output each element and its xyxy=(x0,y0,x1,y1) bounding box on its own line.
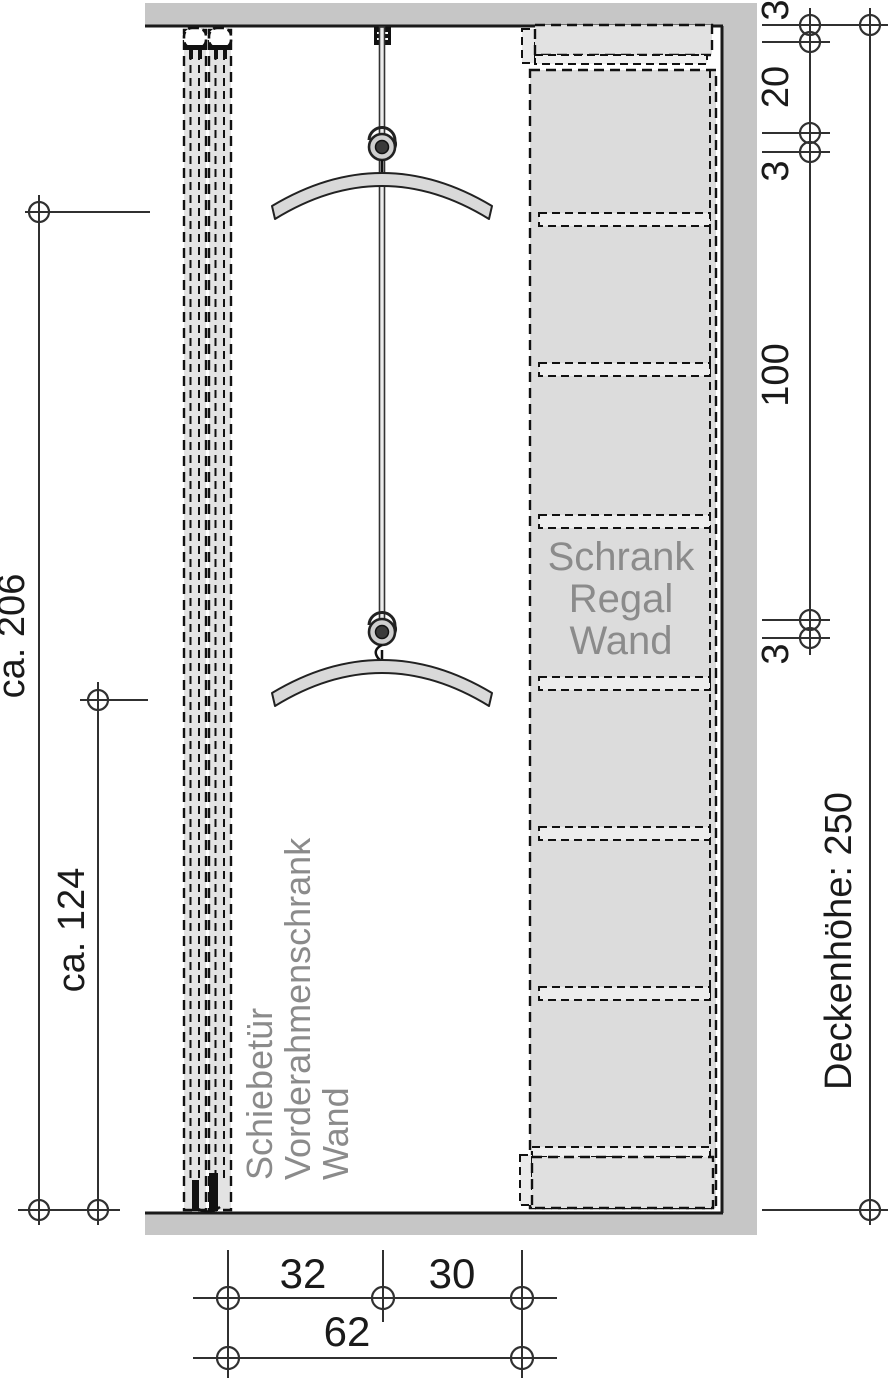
dim-marker xyxy=(215,1285,241,1311)
upper-pulley-axle xyxy=(374,139,390,155)
right-wall xyxy=(722,3,757,1235)
dim-value-upper-rail: ca. 206 xyxy=(0,574,33,699)
top-shelf-underside xyxy=(534,54,708,65)
dimension-chain-right-inner: 3 20 3 100 3 xyxy=(755,0,888,665)
door-leaf xyxy=(207,28,233,1212)
dim-marker xyxy=(509,1285,535,1311)
roller-bolt xyxy=(214,50,218,59)
dimension-chain-bottom: 32 30 62 xyxy=(193,1250,557,1378)
door-leaf xyxy=(182,28,208,1212)
door-label-line1: Schiebetür xyxy=(239,1008,280,1180)
dimension-chain-ceiling-height: Deckenhöhe: 250 xyxy=(762,8,888,1225)
dim-marker xyxy=(86,688,110,712)
top-shelf-left-tab xyxy=(521,28,536,64)
shelf-band xyxy=(538,362,711,377)
dim-marker xyxy=(86,1198,110,1222)
roller-track xyxy=(210,45,230,50)
shelf-band xyxy=(538,676,711,691)
sliding-door: Schiebetür Vorderahmenschrank Wand xyxy=(182,26,356,1213)
door-rollers xyxy=(182,26,233,59)
dim-value-clearance: 30 xyxy=(429,1250,476,1297)
dim-marker xyxy=(858,13,882,37)
dim-marker xyxy=(798,140,822,164)
dim-value-top-compartment: 20 xyxy=(755,66,797,108)
dim-value-door-zone: 32 xyxy=(280,1250,327,1297)
lower-pulley-axle xyxy=(374,624,390,640)
door-guide xyxy=(192,1180,199,1211)
door-label-line2: Vorderahmenschrank xyxy=(277,837,318,1180)
door-guide xyxy=(209,1173,218,1211)
shelf-band xyxy=(538,986,711,1001)
bottom-shelf-left-tab xyxy=(519,1154,533,1206)
column-body xyxy=(528,68,718,1210)
roller-track xyxy=(185,45,205,50)
dim-marker xyxy=(858,1198,882,1222)
hanging-rod-assembly xyxy=(271,26,493,707)
bottom-shelf-top xyxy=(531,1146,711,1158)
door-bottom-guides xyxy=(192,1173,221,1213)
dim-value-gap-top: 3 xyxy=(755,0,797,21)
cabinet-label-line2: Regal xyxy=(569,577,674,621)
roller-bolt xyxy=(223,50,227,59)
door-label-line3: Wand xyxy=(315,1087,356,1180)
ceiling xyxy=(145,3,757,26)
floor xyxy=(145,1213,757,1235)
cabinet-label-line1: Schrank xyxy=(548,535,696,579)
clothes-hanger-upper xyxy=(271,172,493,220)
room-structure xyxy=(145,3,757,1235)
dim-marker xyxy=(798,13,822,37)
cabinet-label-line3: Wand xyxy=(569,619,672,663)
dim-marker xyxy=(27,200,51,224)
shelf-band xyxy=(538,514,711,529)
dim-marker xyxy=(509,1345,535,1371)
dim-marker xyxy=(798,626,822,650)
door-guide-cable xyxy=(194,1205,221,1213)
dim-value-lower-rail: ca. 124 xyxy=(51,868,93,993)
clothes-hanger-lower xyxy=(271,659,493,707)
bottom-shelf xyxy=(530,1155,715,1210)
dim-marker xyxy=(370,1285,396,1311)
dimension-chain-lower-rail: ca. 124 xyxy=(18,682,148,1225)
roller-bolt xyxy=(189,50,193,59)
dim-marker xyxy=(798,608,822,632)
dim-value-ceiling-height: Deckenhöhe: 250 xyxy=(818,792,860,1090)
dimension-chain-upper-rail: ca. 206 xyxy=(0,195,150,1225)
roller-bolt xyxy=(198,50,202,59)
dim-value-board-upper: 3 xyxy=(755,160,797,181)
top-shelf xyxy=(533,23,714,57)
dim-marker xyxy=(215,1345,241,1371)
lower-hanger-hook xyxy=(374,643,383,663)
dim-value-hanging-space: 100 xyxy=(755,343,797,406)
shelf-band xyxy=(538,826,711,841)
dim-marker xyxy=(798,30,822,54)
dim-value-total-depth: 62 xyxy=(324,1308,371,1355)
dim-value-board-lower: 3 xyxy=(755,643,797,664)
shelf-column: Schrank Regal Wand xyxy=(519,23,718,1210)
rod xyxy=(378,26,386,621)
shelf-band xyxy=(538,212,711,227)
